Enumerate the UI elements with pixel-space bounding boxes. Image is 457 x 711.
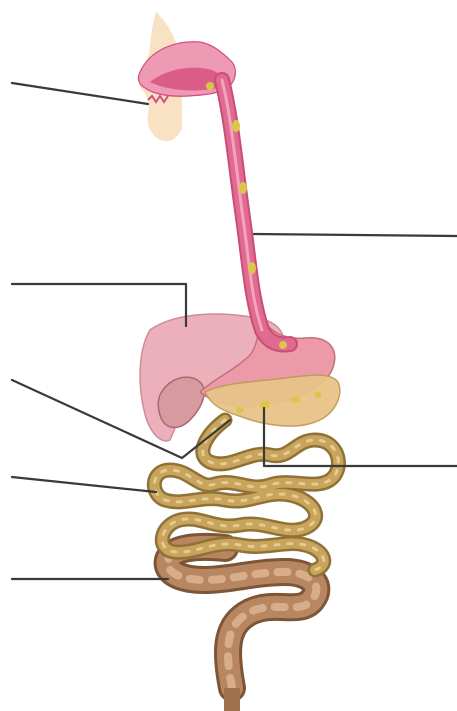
leader-line-mouth [12,83,148,104]
leader-line-small-intestine [12,477,156,492]
large-intestine-icon [168,547,317,711]
esophagus-icon [206,80,290,349]
small-intestine-icon [154,420,338,570]
food-bolus [232,120,240,132]
leader-line-liver [12,284,186,326]
leader-line-esophagus [254,234,457,236]
